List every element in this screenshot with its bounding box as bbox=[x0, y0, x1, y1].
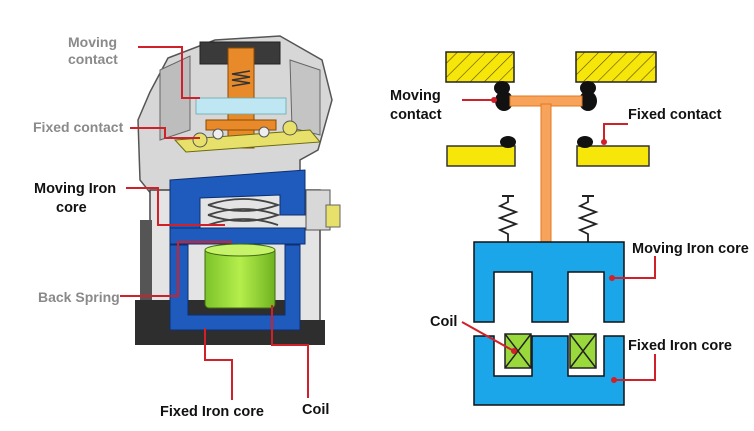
label-right-fixed-contact: Fixed contact bbox=[628, 107, 722, 123]
contactor-schematic bbox=[445, 51, 657, 406]
label-left-fixed-contact: Fixed contact bbox=[33, 119, 124, 135]
label-right-moving-iron-core: Moving Iron core bbox=[632, 241, 749, 257]
moving-contact-left bbox=[495, 91, 513, 111]
fixed-contact-bulb-left bbox=[500, 136, 516, 148]
upper-fixed-contact-support-left bbox=[445, 51, 515, 83]
upper-fixed-contact-support-right bbox=[575, 51, 657, 83]
label-right-coil: Coil bbox=[430, 314, 457, 330]
label-left-fixed-iron-core: Fixed Iron core bbox=[160, 404, 264, 420]
spring-left bbox=[497, 196, 519, 242]
fixed-contact-bulb-right bbox=[577, 136, 593, 148]
upper-contact-right bbox=[580, 81, 596, 95]
moving-contact-right bbox=[579, 91, 597, 111]
label-left-moving-contact-line2: contact bbox=[68, 51, 118, 67]
label-right-moving-contact-line2: contact bbox=[390, 107, 442, 123]
spring-right bbox=[577, 196, 599, 242]
label-left-back-spring: Back Spring bbox=[38, 289, 120, 305]
fixed-iron-core bbox=[473, 335, 625, 406]
moving-contact-stem bbox=[540, 103, 552, 243]
left-leader-lines bbox=[120, 46, 309, 400]
label-left-moving-iron-core-line2: core bbox=[56, 200, 87, 216]
fixed-contact-right bbox=[576, 145, 650, 167]
label-left-moving-contact-line1: Moving bbox=[68, 34, 117, 50]
label-right-fixed-iron-core: Fixed Iron core bbox=[628, 338, 732, 354]
contactor-cutaway-illustration bbox=[135, 35, 341, 345]
label-left-moving-iron-core-line1: Moving Iron bbox=[34, 181, 116, 197]
label-right-moving-contact-line1: Moving bbox=[390, 88, 441, 104]
right-leader-lines bbox=[461, 99, 656, 381]
fixed-contact-left bbox=[446, 145, 516, 167]
right-leader-dots bbox=[491, 97, 617, 383]
label-left-coil: Coil bbox=[302, 402, 329, 418]
moving-iron-core bbox=[473, 241, 625, 323]
